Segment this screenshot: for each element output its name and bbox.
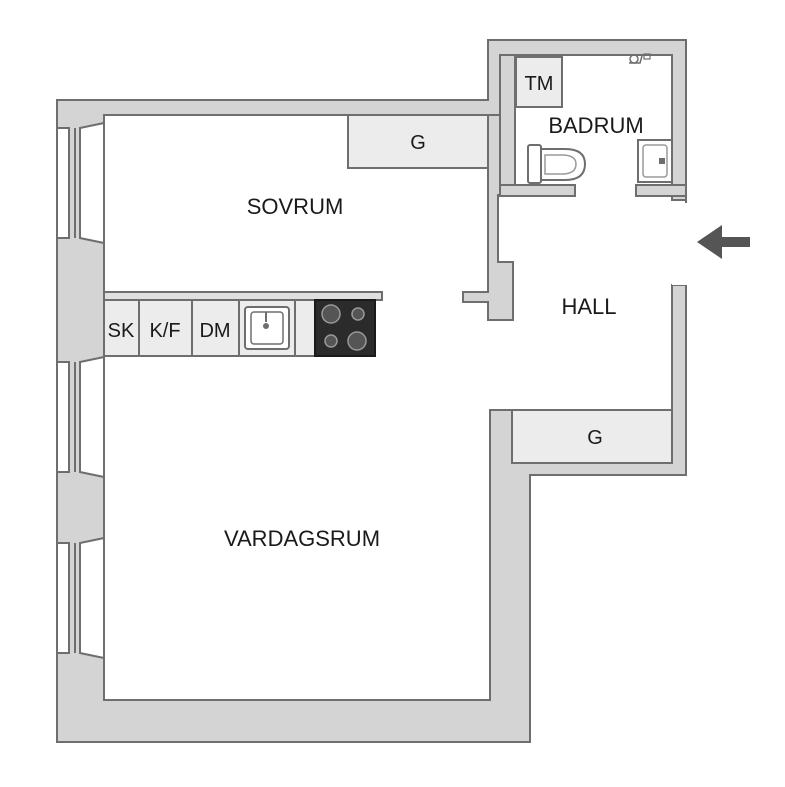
- room-label-badrum: BADRUM: [548, 113, 643, 138]
- tvattmaskin-label: TM: [525, 73, 554, 95]
- bathroom-side-wall: [499, 54, 516, 186]
- diskmaskin-label: DM: [199, 320, 230, 342]
- wardrobe-hall-label: G: [587, 427, 603, 449]
- faucet-icon: [629, 53, 651, 64]
- bathroom-wall-right: [635, 184, 687, 197]
- wardrobe-sovrum-label: G: [410, 132, 426, 154]
- entrance-opening: [672, 203, 688, 285]
- washbasin-icon: [637, 139, 673, 183]
- wardrobe-sovrum: [347, 114, 489, 169]
- skap-label: SK: [108, 320, 135, 342]
- room-label-vardagsrum: VARDAGSRUM: [224, 526, 380, 551]
- room-label-hall: HALL: [561, 294, 616, 319]
- entrance-arrow-icon: [697, 225, 750, 259]
- toilet-icon: [527, 144, 587, 184]
- kitchen-counter: [103, 291, 383, 357]
- bathroom-wall-left: [499, 184, 576, 197]
- room-label-sovrum: SOVRUM: [247, 194, 344, 219]
- washing-machine: [515, 56, 563, 108]
- window-vardagsrum-upper: [56, 355, 105, 479]
- window-sovrum: [56, 121, 105, 245]
- kyl-frys-label: K/F: [149, 320, 180, 342]
- stove-icon: [314, 299, 376, 357]
- window-vardagsrum-lower: [56, 536, 105, 660]
- wardrobe-hall: [511, 409, 673, 464]
- kitchen-sink-icon: [244, 306, 290, 350]
